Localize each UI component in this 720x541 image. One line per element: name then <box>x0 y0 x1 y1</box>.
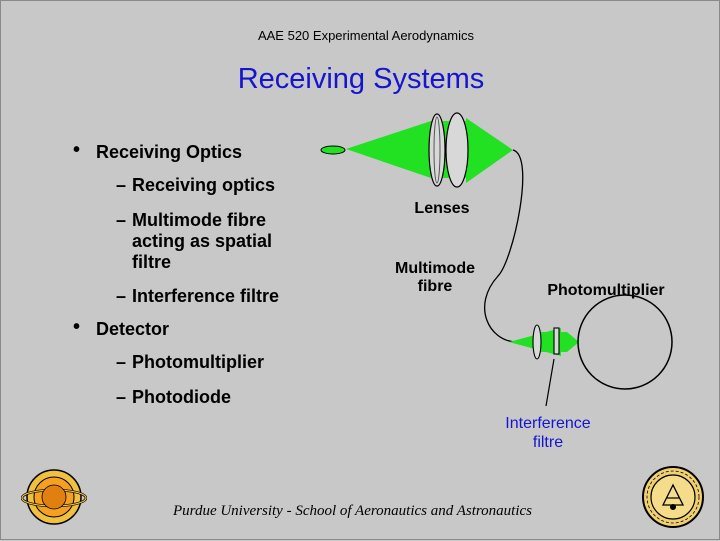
output-lens-shape <box>532 324 542 360</box>
lens-1-inner-shape <box>433 116 441 184</box>
dash: – <box>116 175 127 195</box>
multimode-fibre-label: Multimode fibre <box>395 260 475 295</box>
bullet-label: Detector <box>96 319 170 339</box>
interference-filtre-shape <box>553 327 560 355</box>
probe-volume-shape <box>320 145 346 155</box>
sub-item-label: Multimode fibre acting as spatial filtre <box>132 210 273 272</box>
university-seal-icon <box>642 466 704 528</box>
photomultiplier-shape <box>577 294 673 390</box>
dash: – <box>116 352 127 372</box>
dash: – <box>116 210 127 230</box>
lenses-label: Lenses <box>414 200 470 217</box>
bullet-label: Receiving Optics <box>96 142 243 162</box>
bullet-dot: • <box>73 316 81 338</box>
multimode-fibre-shape <box>484 149 524 343</box>
filtre-pointer-line <box>545 358 555 407</box>
detector-beam-shape <box>567 332 579 352</box>
interference-filtre-label: Interference filtre <box>505 415 591 451</box>
photomultiplier-label: Photomultiplier <box>547 282 665 299</box>
footer-text: Purdue University - School of Aeronautic… <box>173 503 532 519</box>
lens-1-shape <box>428 113 446 187</box>
dash: – <box>116 387 127 407</box>
slide-title: Receiving Systems <box>237 63 485 95</box>
sub-item-label: Photomultiplier <box>132 352 264 372</box>
dash: – <box>116 286 127 306</box>
left-logo-icon <box>21 469 87 525</box>
collection-beam-shape <box>346 121 431 178</box>
sub-item-label: Interference filtre <box>132 286 280 306</box>
sub-item-label: Receiving optics <box>132 175 276 195</box>
course-header: AAE 520 Experimental Aerodynamics <box>257 28 475 43</box>
lens-2-shape <box>445 112 469 188</box>
bullet-dot: • <box>73 139 81 161</box>
focus-beam-shape <box>466 118 513 183</box>
sub-item-label: Photodiode <box>132 387 231 407</box>
